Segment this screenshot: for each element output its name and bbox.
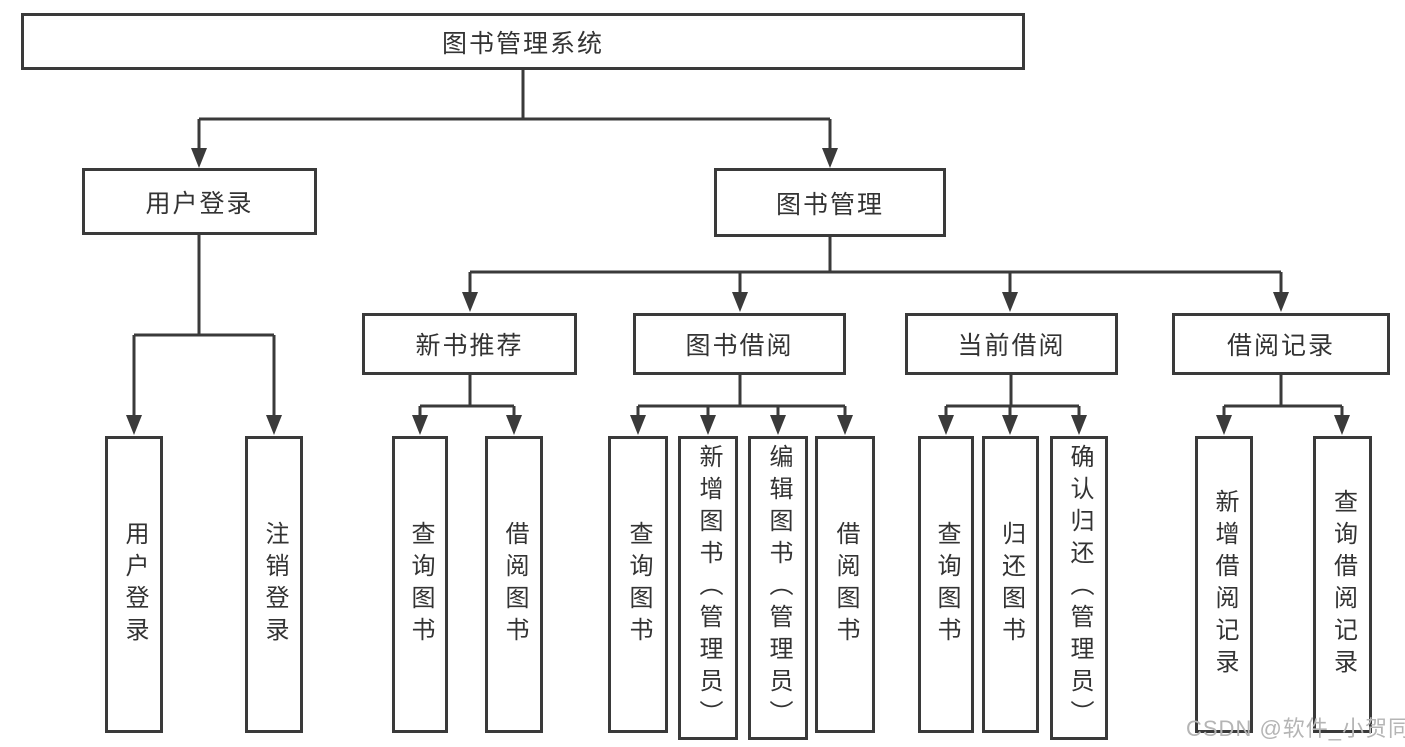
node-label: 借阅记录	[1226, 332, 1335, 360]
node-user-login: 用户登录	[82, 168, 317, 235]
leaf-add-borrow-record: 新增借阅记录	[1195, 436, 1253, 733]
leaf-label: 查询图书	[407, 520, 434, 649]
arrowhead-icon	[1071, 415, 1087, 435]
node-current-borrow: 当前借阅	[905, 313, 1118, 375]
leaf-user-login: 用户登录	[105, 436, 163, 733]
arrowhead-icon	[266, 415, 282, 435]
arrowhead-icon	[1216, 415, 1232, 435]
arrowhead-icon	[1273, 292, 1289, 312]
node-book-borrow: 图书借阅	[633, 313, 846, 375]
leaf-borrow-book-1: 借阅图书	[485, 436, 543, 733]
node-label: 图书管理	[775, 190, 884, 219]
leaf-label: 查询图书	[625, 520, 652, 649]
leaf-confirm-return-admin: 确认归还（管理员）	[1050, 436, 1108, 740]
leaf-label: 新增借阅记录	[1211, 488, 1238, 681]
leaf-query-book-2: 查询图书	[608, 436, 668, 733]
leaf-label: 确认归还（管理员）	[1066, 444, 1093, 732]
connector-user-login-to-leaves	[132, 235, 276, 418]
arrowhead-icon	[630, 415, 646, 435]
connector-new-book-to-leaves	[418, 375, 516, 418]
node-label: 用户登录	[145, 189, 254, 218]
connector-book-borrow-to-leaves	[636, 375, 847, 418]
leaf-logout: 注销登录	[245, 436, 303, 733]
leaf-label: 借阅图书	[832, 520, 859, 649]
leaf-add-book-admin: 新增图书（管理员）	[678, 436, 738, 740]
node-label: 图书管理系统	[441, 29, 604, 58]
node-book-management: 图书管理	[714, 168, 946, 237]
arrowhead-icon	[1002, 415, 1018, 435]
connector-borrow-record-to-leaves	[1222, 375, 1344, 418]
arrowhead-icon	[732, 292, 748, 312]
arrowhead-icon	[770, 415, 786, 435]
arrowhead-icon	[1334, 415, 1350, 435]
leaf-edit-book-admin: 编辑图书（管理员）	[748, 436, 808, 740]
arrowhead-icon	[700, 415, 716, 435]
leaf-query-borrow-record: 查询借阅记录	[1313, 436, 1372, 733]
leaf-label: 查询借阅记录	[1329, 488, 1357, 681]
arrowhead-icon	[1002, 292, 1018, 312]
connector-root-to-level2	[197, 70, 832, 150]
node-root-library-system: 图书管理系统	[21, 13, 1025, 70]
leaf-borrow-book-2: 借阅图书	[815, 436, 875, 733]
arrowhead-icon	[837, 415, 853, 435]
arrowhead-icon	[191, 148, 207, 168]
arrowhead-icon	[938, 415, 954, 435]
leaf-query-book-3: 查询图书	[918, 436, 974, 733]
node-borrow-record: 借阅记录	[1172, 313, 1390, 375]
arrowhead-icon	[506, 415, 522, 435]
arrowhead-icon	[412, 415, 428, 435]
node-label: 当前借阅	[957, 332, 1066, 360]
csdn-watermark: CSDN @软件_小贺同学	[1186, 716, 1405, 741]
leaf-label: 归还图书	[997, 520, 1025, 649]
node-new-book-recommend: 新书推荐	[362, 313, 577, 375]
leaf-label: 用户登录	[121, 520, 148, 649]
connector-book-management-to-level3	[468, 237, 1283, 295]
arrowhead-icon	[462, 292, 478, 312]
node-label: 新书推荐	[415, 332, 524, 360]
leaf-return-book: 归还图书	[982, 436, 1039, 733]
leaf-label: 新增图书（管理员）	[695, 444, 722, 732]
leaf-query-book-1: 查询图书	[392, 436, 448, 733]
node-label: 图书借阅	[685, 332, 794, 360]
connector-current-borrow-to-leaves	[944, 375, 1081, 418]
arrowhead-icon	[126, 415, 142, 435]
leaf-label: 注销登录	[261, 520, 288, 649]
leaf-label: 编辑图书（管理员）	[765, 444, 792, 732]
arrowhead-icon	[822, 148, 838, 168]
leaf-label: 查询图书	[933, 520, 960, 649]
leaf-label: 借阅图书	[501, 520, 528, 649]
